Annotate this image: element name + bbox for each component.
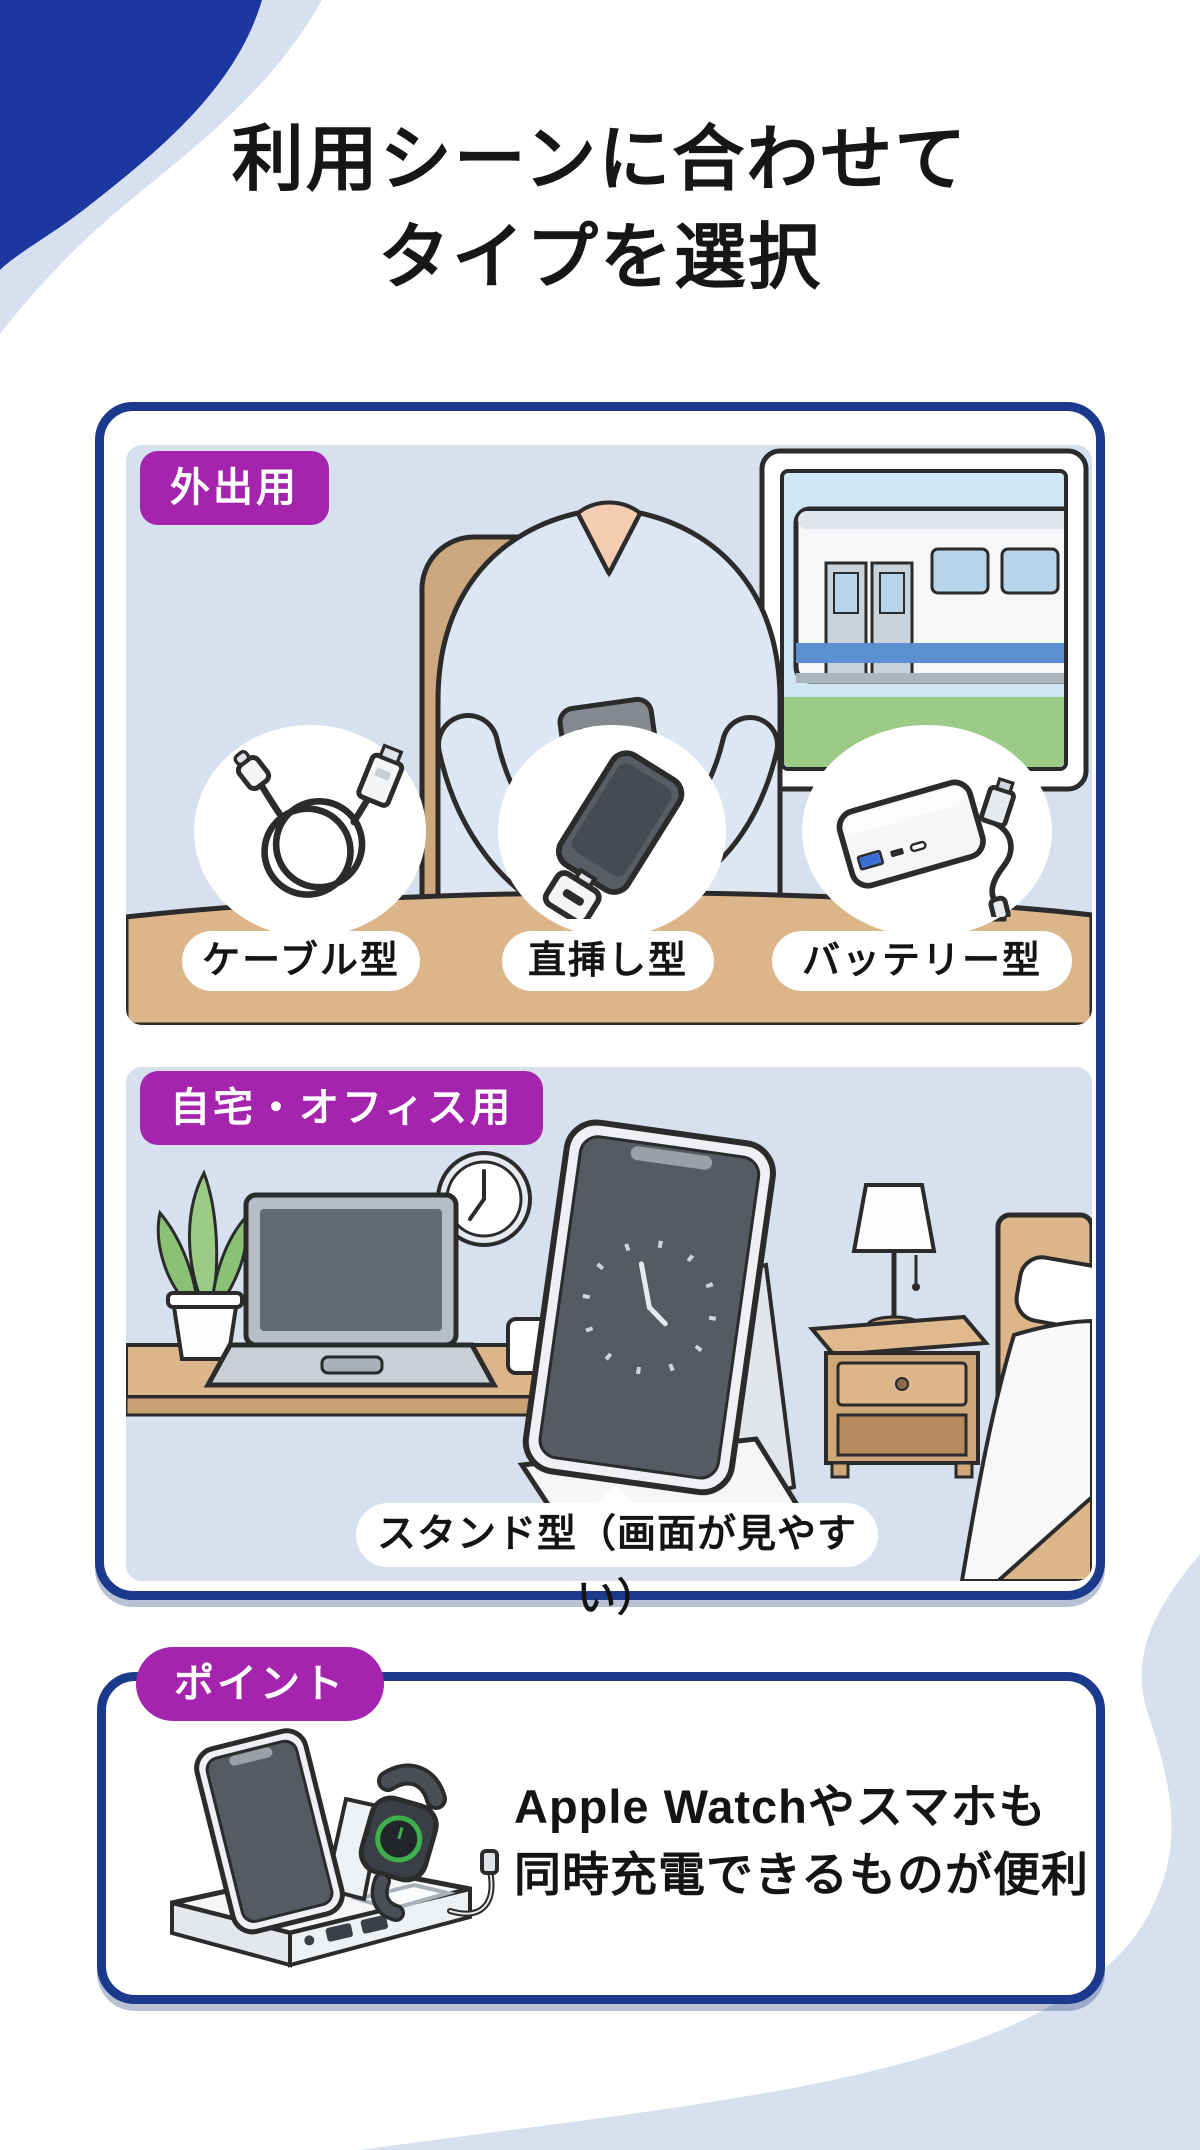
outdoor-badge: 外出用	[140, 451, 329, 525]
type-circle-cable	[194, 725, 426, 937]
point-badge: ポイント	[136, 1647, 384, 1721]
laptop-icon	[203, 1192, 499, 1388]
bed-icon	[959, 1212, 1092, 1581]
phone-direct-plug-adapter-icon	[542, 750, 685, 919]
stand-type-caption: スタンド型（画面が見やすい）	[356, 1486, 878, 1620]
dock-phone	[194, 1728, 345, 1935]
type-label-direct-plug: 直挿し型	[502, 931, 714, 991]
page-title: 利用シーンに合わせて タイプを選択	[0, 112, 1200, 308]
type-circle-battery	[802, 725, 1052, 937]
mobile-battery-pack-icon	[836, 776, 1016, 917]
point-description-line2: 同時充電できるものが便利	[514, 1847, 1090, 1901]
usb-cable-icon	[233, 743, 405, 898]
corner-blob-bottom-right	[360, 1554, 1200, 2150]
scene-selection-card: 外出用	[95, 402, 1105, 1620]
3in1-charging-dock-icon	[170, 1728, 499, 1968]
nightstand-icon	[807, 1314, 991, 1479]
corner-blob-top-left	[0, 0, 322, 334]
type-circle-direct-plug	[498, 725, 726, 937]
type-label-battery: バッテリー型	[772, 931, 1072, 991]
potted-plant-icon	[156, 1169, 249, 1361]
point-description-line1: Apple Watchやスマホも	[514, 1780, 1047, 1833]
apple-watch	[358, 1795, 439, 1883]
wall-clock-icon	[436, 1151, 532, 1247]
page-title-line1: 利用シーンに合わせて	[231, 120, 969, 200]
desk-bedroom-scene-illustration	[126, 1119, 1092, 1581]
home-office-badge: 自宅・オフィス用	[140, 1071, 544, 1145]
stand-charger-with-phone	[517, 1119, 807, 1566]
point-description: Apple Watchやスマホも 同時充電できるものが便利	[514, 1773, 1089, 1908]
table-lamp-icon	[851, 1183, 937, 1335]
point-card: ポイント	[97, 1647, 1105, 2004]
page-title-line2: タイプを選択	[377, 217, 822, 298]
type-label-cable: ケーブル型	[182, 931, 420, 991]
